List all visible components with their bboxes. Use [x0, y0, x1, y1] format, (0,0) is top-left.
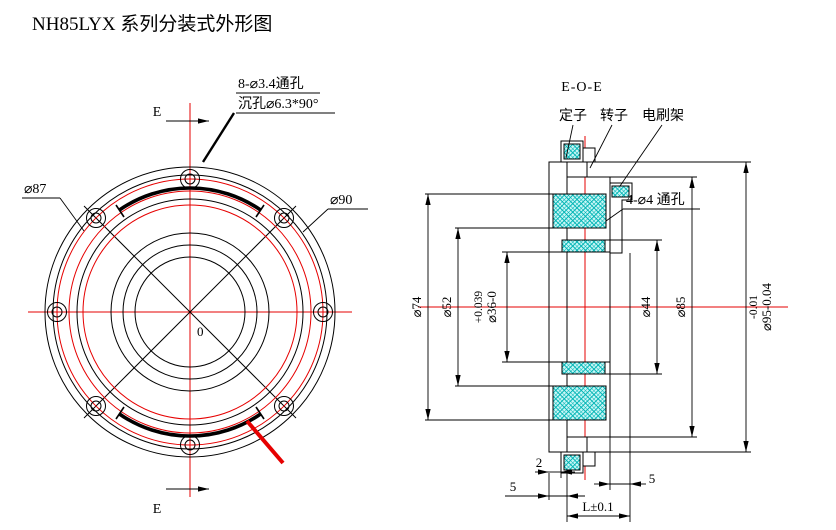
- dim-44-label: ⌀44: [638, 296, 653, 317]
- dim-87-label: ⌀87: [24, 182, 46, 197]
- circle-44: [122, 244, 258, 380]
- section-marker-bottom: E: [153, 486, 210, 517]
- outer-circle-95: [44, 166, 336, 458]
- highlight-leader-line: [245, 419, 285, 465]
- brush-holder-label: 电刷架: [642, 108, 684, 124]
- section-view: ⌀74 ⌀52 +0.039 ⌀36-0 ⌀44 ⌀85 -0.01 ⌀95-0…: [409, 80, 788, 522]
- diameter-dimensions: ⌀74 ⌀52 +0.039 ⌀36-0 ⌀44 ⌀85 -0.01 ⌀95-0…: [409, 161, 774, 452]
- brush-arc-top: [117, 186, 263, 212]
- circle-90: [52, 174, 328, 450]
- front-view: E E 8-⌀3.4通孔 沉孔⌀6.3*90° ⌀87 ⌀90 0: [22, 76, 368, 517]
- hole-note-leader: [201, 112, 236, 163]
- dim-95-label: ⌀95-0.04: [759, 283, 774, 331]
- bolt-hole: [47, 302, 67, 322]
- arc-end-tick: [115, 406, 125, 420]
- section-letter-bottom: E: [153, 502, 162, 517]
- dim-90-label: ⌀90: [330, 193, 352, 208]
- section-marker-top: E: [153, 105, 210, 124]
- extension-lines: [425, 161, 751, 522]
- rotor-label: 转子: [600, 108, 628, 124]
- dim-36-label: ⌀36-0: [484, 291, 499, 323]
- stator-label: 定子: [559, 108, 587, 124]
- bolt-hole: [274, 396, 294, 416]
- stator-leader: [565, 124, 574, 159]
- arc-end-tick: [255, 406, 265, 420]
- brush-arc-bottom: [117, 412, 263, 438]
- bottom-dimensions: 2 5 5 L±0.1: [505, 455, 656, 519]
- circle-74: [76, 198, 304, 426]
- dim-95-tolerance: -0.01: [748, 295, 760, 319]
- dim-87: ⌀87: [22, 182, 85, 232]
- dim-90: ⌀90: [302, 193, 368, 233]
- dim-74-label: ⌀74: [409, 296, 424, 317]
- arc-end-tick: [255, 204, 265, 218]
- dim-L-label: L±0.1: [582, 499, 613, 514]
- bolt-hole: [86, 396, 106, 416]
- rotor-core-bottom: [561, 361, 606, 375]
- hole-note-line1: 8-⌀3.4通孔: [238, 76, 304, 92]
- stator-body: [566, 176, 611, 438]
- stator-core-bottom: [552, 385, 607, 421]
- diagonal-centerline: [83, 205, 297, 419]
- brush-stack-hatch-bottom: [563, 454, 581, 471]
- bolt-hole: [86, 208, 106, 228]
- inner-track-circle: [82, 204, 298, 420]
- section-letter-top: E: [153, 105, 162, 120]
- section-hole-note: 4-⌀4 通孔: [605, 192, 700, 222]
- hole-note: 8-⌀3.4通孔 沉孔⌀6.3*90°: [201, 76, 335, 163]
- bolt-hole: [313, 302, 333, 322]
- rotor-leader: [589, 124, 613, 169]
- circle-52: [110, 232, 270, 392]
- section-title: E-O-E: [561, 80, 603, 95]
- brush-holder-bracket: [610, 182, 633, 254]
- section-hole-note-label: 4-⌀4 通孔: [626, 192, 685, 208]
- bore-circle-36: [134, 256, 246, 368]
- hole-note-line2: 沉孔⌀6.3*90°: [238, 96, 319, 112]
- dim-85-label: ⌀85: [673, 297, 688, 318]
- section-hole-note-leader: [605, 208, 624, 222]
- dim-52-label: ⌀52: [439, 297, 454, 318]
- brush-holder-leader: [619, 124, 663, 187]
- bolt-hole: [274, 208, 294, 228]
- dim-5-left-label: 5: [510, 479, 517, 494]
- dim-2-label: 2: [536, 455, 543, 470]
- rotor-core-top: [561, 239, 606, 253]
- stator-core-top: [552, 193, 607, 229]
- bolt-circle-87: [56, 178, 324, 446]
- dim-5-right-label: 5: [649, 471, 656, 486]
- origin-label: 0: [197, 324, 204, 339]
- brush-track-circle: [68, 190, 312, 434]
- dim-36-tolerance: +0.039: [473, 291, 485, 324]
- drawing-title: NH85LYX 系列分装式外形图: [32, 13, 272, 35]
- arc-end-tick: [115, 204, 125, 218]
- part-labels: 定子 转子 电刷架: [559, 108, 684, 187]
